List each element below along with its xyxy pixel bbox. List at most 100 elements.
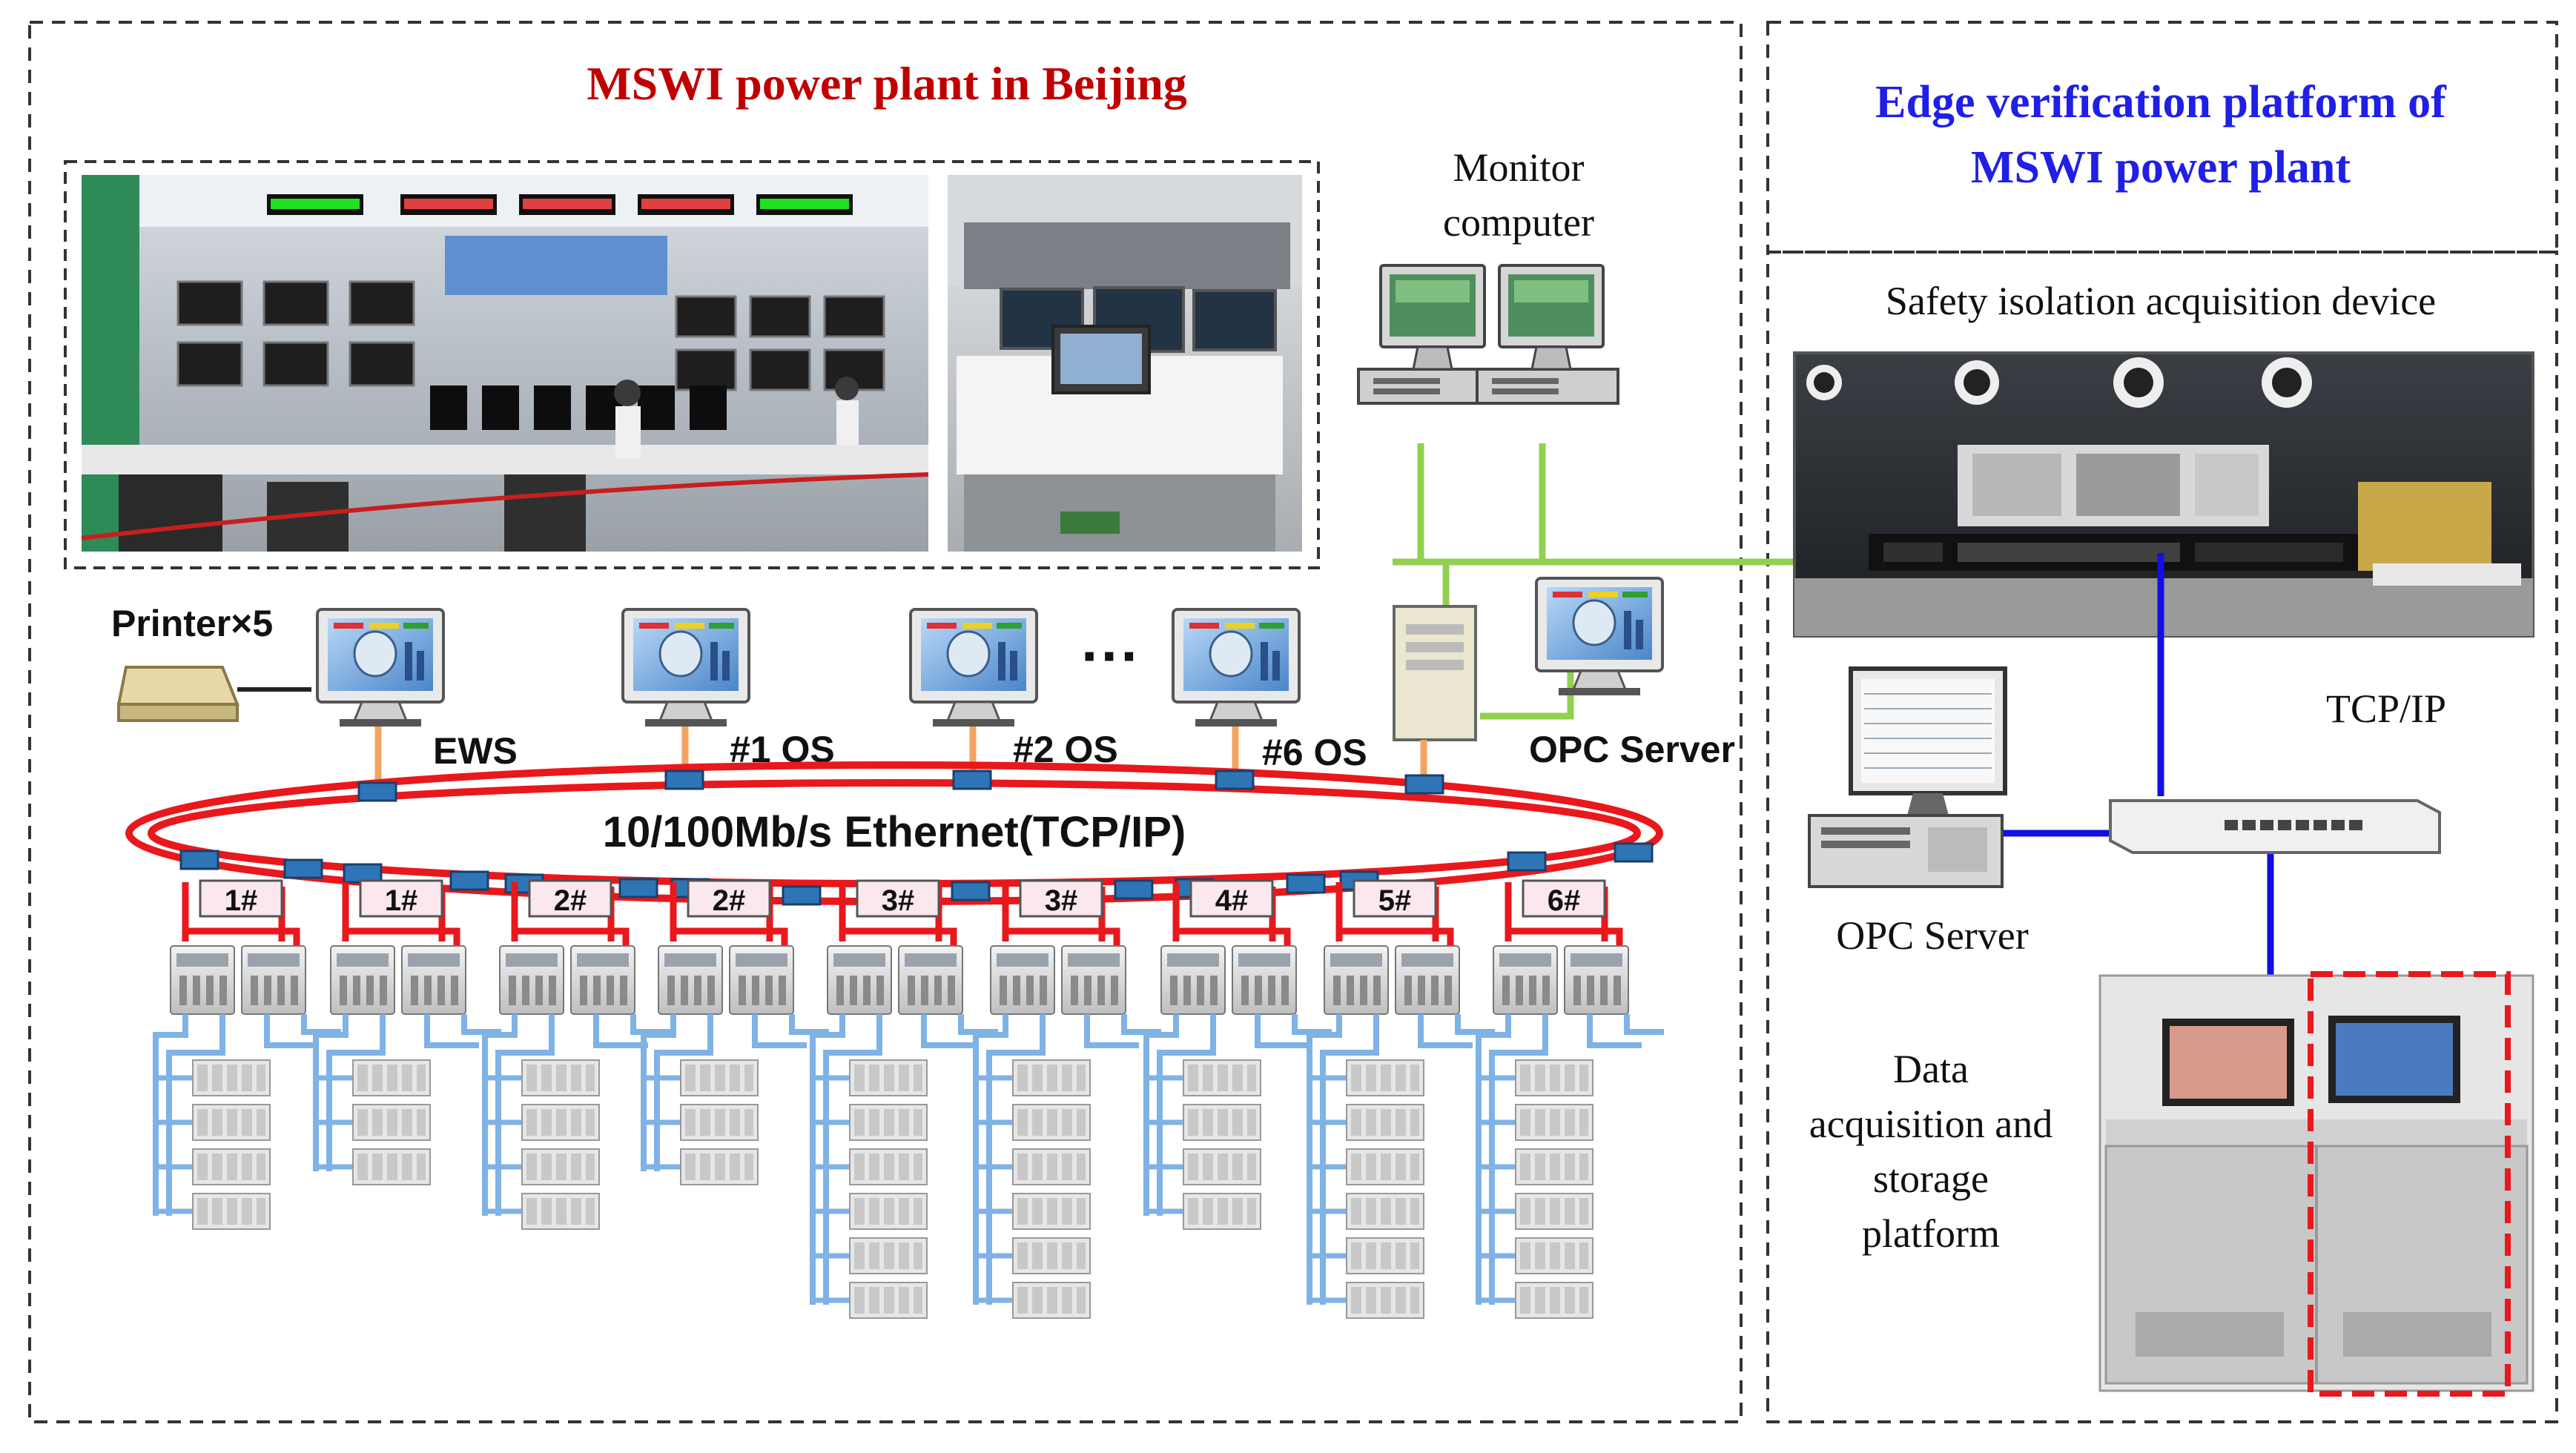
tcp-ip-label: TCP/IP <box>2326 686 2446 731</box>
network-switch <box>2109 799 2441 854</box>
io-module <box>1346 1237 1424 1274</box>
edge-title-panel <box>1766 21 2558 254</box>
io-module <box>192 1059 271 1096</box>
edge-opc-server-label: OPC Server <box>1836 913 2028 958</box>
io-module <box>1183 1148 1261 1185</box>
controller-unit: 2# <box>641 879 829 1185</box>
io-module <box>1515 1059 1594 1096</box>
io-module <box>1012 1059 1091 1096</box>
safety-device-label: Safety isolation acquisition device <box>1886 279 2436 323</box>
storage-platform-photo <box>2098 974 2534 1392</box>
printer-label: Printer×5 <box>111 603 273 644</box>
highlight-box <box>2308 971 2511 1397</box>
data-platform-label-line4: platform <box>1862 1211 2000 1256</box>
io-module <box>1012 1193 1091 1230</box>
os1-workstation <box>621 608 750 728</box>
io-module <box>849 1282 928 1319</box>
ews-workstation <box>316 608 445 728</box>
data-platform-label-line2: acquisition and <box>1809 1102 2052 1146</box>
unit-label: 5# <box>1378 884 1412 917</box>
unit-label: 3# <box>1045 884 1078 917</box>
unit-label: 2# <box>713 884 746 917</box>
io-module <box>849 1237 928 1274</box>
io-module <box>1515 1148 1594 1185</box>
io-module <box>1515 1104 1594 1141</box>
ethernet-label: 10/100Mb/s Ethernet(TCP/IP) <box>603 808 1186 856</box>
monitor-computer-2 <box>1476 264 1619 405</box>
io-module <box>849 1104 928 1141</box>
io-module <box>1346 1193 1424 1230</box>
edge-opc-server-computer <box>1808 666 2007 888</box>
unit-label-box <box>1019 879 1103 918</box>
os6-workstation <box>1172 608 1301 728</box>
io-module <box>192 1193 271 1230</box>
io-module <box>1515 1237 1594 1274</box>
controller-module-pair <box>170 945 306 1015</box>
unit-label-box <box>199 879 283 918</box>
io-module <box>192 1104 271 1141</box>
controller-module-pair <box>1493 945 1629 1015</box>
blue-network-links <box>1987 553 2274 998</box>
unit-label: 4# <box>1215 884 1249 917</box>
controller-unit: 5# <box>1307 879 1495 1319</box>
controller-unit: 3# <box>973 879 1161 1319</box>
io-module <box>1515 1282 1594 1319</box>
io-module <box>1346 1282 1424 1319</box>
io-module <box>1346 1148 1424 1185</box>
server-tower <box>1393 605 1477 741</box>
controller-unit: 1# <box>313 879 501 1185</box>
io-module <box>849 1193 928 1230</box>
io-module <box>192 1148 271 1185</box>
control-room-photo <box>81 175 929 552</box>
io-module <box>1012 1148 1091 1185</box>
io-module <box>1183 1193 1261 1230</box>
controller-unit: 6# <box>1476 879 1664 1319</box>
ellipsis-dots: ··· <box>1081 623 1140 689</box>
controller-module-pair <box>1324 945 1460 1015</box>
unit-label: 6# <box>1548 884 1581 917</box>
opc-server-workstation <box>1535 577 1664 697</box>
io-module <box>1346 1059 1424 1096</box>
operator-station-photo <box>948 175 1302 552</box>
io-module <box>849 1148 928 1185</box>
printer-icon <box>116 666 311 722</box>
io-module <box>1183 1059 1261 1096</box>
io-module <box>1346 1104 1424 1141</box>
unit-label-box <box>528 879 612 918</box>
plant-title: MSWI power plant in Beijing <box>587 57 1187 110</box>
unit-label-box <box>1189 879 1274 918</box>
controller-module-pair <box>658 945 794 1015</box>
monitor-label-line2: computer <box>1443 200 1594 245</box>
io-module <box>521 1148 600 1185</box>
unit-label: 1# <box>225 884 258 917</box>
controller-unit: 4# <box>1143 879 1332 1230</box>
data-platform-label-line3: storage <box>1873 1156 1989 1201</box>
io-module <box>680 1059 759 1096</box>
io-module <box>1012 1104 1091 1141</box>
controller-units: 1# 1# 2# 2# 3# 3# 4# 5# 6# <box>153 879 1664 1319</box>
io-module <box>849 1059 928 1096</box>
os6-label: #6 OS <box>1262 732 1367 773</box>
controller-module-pair <box>1160 945 1297 1015</box>
io-module <box>352 1148 431 1185</box>
controller-unit: 2# <box>482 879 670 1230</box>
controller-unit: 1# <box>153 879 341 1230</box>
io-module <box>1183 1104 1261 1141</box>
io-module <box>1515 1193 1594 1230</box>
data-platform-label-line1: Data <box>1893 1047 1969 1091</box>
io-module <box>352 1059 431 1096</box>
unit-label: 2# <box>554 884 587 917</box>
io-module <box>352 1104 431 1141</box>
io-module <box>521 1059 600 1096</box>
io-module <box>680 1148 759 1185</box>
unit-label-box <box>1353 879 1437 918</box>
edge-title-line2: MSWI power plant <box>1971 142 2351 193</box>
io-module <box>521 1193 600 1230</box>
io-module <box>1012 1282 1091 1319</box>
controller-unit: 3# <box>810 879 998 1319</box>
os2-workstation <box>909 608 1038 728</box>
unit-label: 1# <box>385 884 418 917</box>
unit-label: 3# <box>882 884 915 917</box>
ews-label: EWS <box>433 730 518 772</box>
